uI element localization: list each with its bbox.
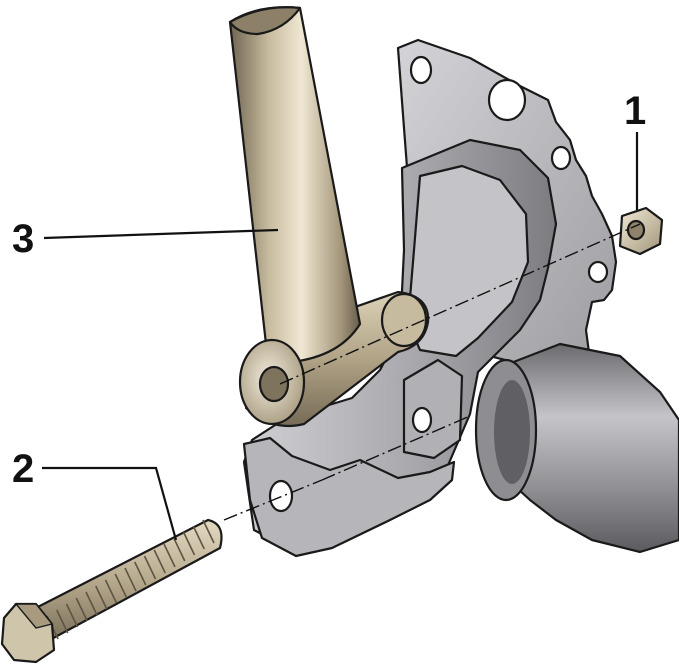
thread-mark — [85, 591, 98, 616]
leader-line-2 — [42, 466, 178, 541]
tube-body — [228, 6, 362, 364]
thread-mark — [143, 555, 157, 580]
sleeve-end — [380, 292, 428, 348]
bolt-threads — [46, 519, 215, 640]
callout-1: 1 — [624, 89, 646, 210]
thread-mark — [75, 597, 88, 622]
bolt-head-face — [14, 603, 54, 629]
thread-mark — [104, 579, 118, 604]
sleeve-bore — [258, 365, 290, 403]
callout-label-1: 1 — [624, 89, 646, 133]
leader-line-3 — [43, 228, 279, 240]
callout-2: 2 — [12, 447, 178, 541]
thread-mark — [114, 573, 127, 598]
lug-hole — [411, 406, 433, 434]
thread-mark — [65, 603, 79, 628]
flange-hole — [409, 55, 433, 85]
side-lug — [402, 358, 464, 460]
callout-label-3: 3 — [12, 217, 34, 261]
nut-bore — [626, 219, 646, 241]
flange-hole — [550, 145, 572, 171]
bolt-shank — [26, 518, 223, 644]
exhaust-pipe — [496, 342, 679, 554]
flange-hole — [587, 260, 609, 284]
thread-mark — [173, 537, 186, 562]
tube-part-3 — [228, 6, 430, 428]
pipe-opening-inner — [494, 380, 530, 484]
callout-label-2: 2 — [12, 447, 34, 491]
thread-mark — [95, 585, 108, 610]
thread-mark — [202, 519, 215, 544]
callout-3: 3 — [12, 217, 279, 261]
thread-mark — [163, 543, 176, 568]
thread-mark — [124, 567, 137, 592]
thread-mark — [134, 561, 147, 586]
bracket-foot — [242, 436, 456, 558]
thread-mark — [153, 549, 166, 574]
thread-mark — [182, 531, 196, 556]
tube-top-cut — [228, 6, 302, 36]
assembly-axis — [223, 223, 641, 521]
flange-hole — [487, 78, 527, 122]
bolt-part-2 — [0, 518, 223, 664]
thread-mark — [192, 525, 205, 550]
thread-mark — [56, 609, 69, 634]
nut-part-1 — [618, 206, 664, 256]
